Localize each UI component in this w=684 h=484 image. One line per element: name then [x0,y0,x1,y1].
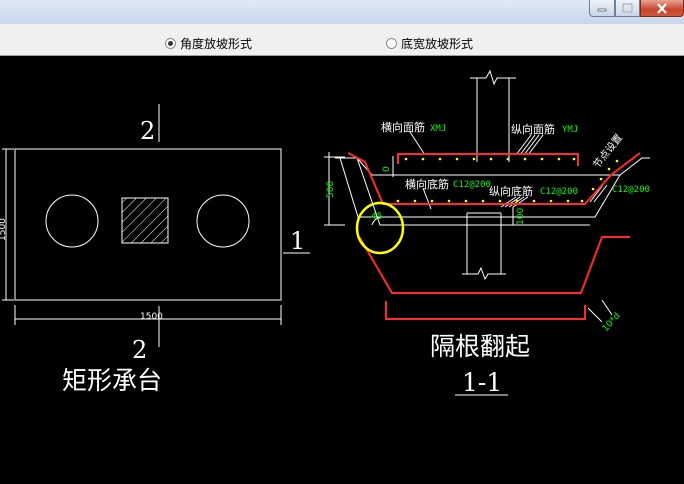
dim-0-label: 0 [382,166,392,172]
cap-outline [14,148,282,301]
column [121,197,169,244]
section-title: 隔根翻起 [430,332,530,361]
cad-canvas: 2 2 1 1500 1500 矩形承台 [0,69,650,397]
pile-cap-plan [2,104,310,347]
width-slope-radio[interactable]: 底宽放坡形式 [386,35,473,52]
radio-unchecked-icon [386,38,397,49]
rebar-dots [396,157,619,203]
pile-right [196,194,250,248]
close-icon [657,2,667,14]
section-mark-bottom: 2 [132,336,147,364]
minimize-button[interactable] [589,0,615,17]
maximize-icon [622,3,633,13]
angle-slope-radio[interactable]: 角度放坡形式 [165,35,252,52]
bent-rebar [359,236,630,294]
transverse-top-code: XMJ [430,124,446,134]
side-mark: 1 [290,227,305,255]
maximize-button[interactable] [615,0,640,17]
longitudinal-top-code: YMJ [562,125,578,135]
cap-top-edge [335,157,650,176]
dim-100-label: 100 [516,208,526,225]
side-rebar-code: C12@200 [612,185,650,195]
lower-rebar [385,301,586,320]
plan-title: 矩形承台 [62,366,162,395]
dim-10d-label: 10*d [601,311,623,334]
dim-width-label: 1500 [140,312,163,322]
section-mark-top: 2 [140,117,155,145]
longitudinal-bottom-label: 纵向底筋 [489,184,533,198]
dim-height-label: 1500 [0,218,8,241]
section-number: 1-1 [462,368,502,397]
title-bar [0,0,684,24]
top-rebar [397,153,579,166]
minimize-icon [597,8,607,12]
radio-checked-icon [165,38,176,49]
longitudinal-top-label: 纵向面筋 [511,122,555,136]
node-setting-label: 节点设置 [591,132,625,171]
close-button[interactable] [640,0,684,17]
bottom-rebar [347,152,641,205]
dim-500-label: 500 [326,181,336,198]
rebar [347,152,641,320]
transverse-top-label: 横向面筋 [381,120,425,134]
pile-left [45,194,99,248]
width-slope-label: 底宽放坡形式 [401,37,474,51]
option-bar: 角度放坡形式 底宽放坡形式 [0,24,684,56]
longitudinal-bottom-code: C12@200 [540,187,578,197]
angle-label: 45 [371,212,382,222]
window-controls [589,0,684,18]
transverse-bottom-code: C12@200 [453,180,491,190]
angle-highlight-circle [355,201,405,255]
section-view [324,69,650,323]
transverse-bottom-label: 横向底筋 [405,177,449,191]
angle-slope-label: 角度放坡形式 [180,37,253,51]
